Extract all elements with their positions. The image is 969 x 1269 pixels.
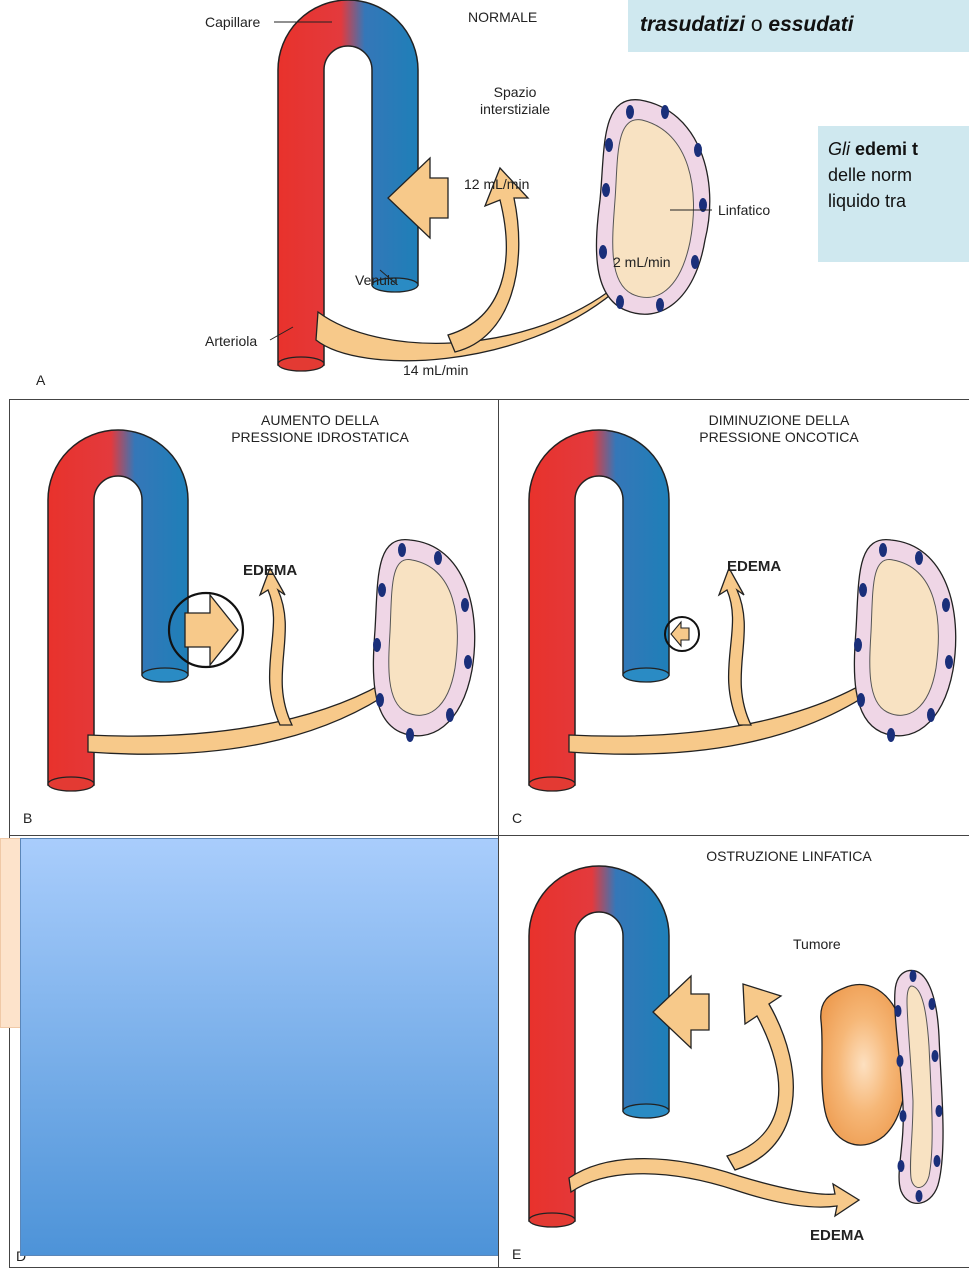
callout-side-line2: delle norm xyxy=(828,162,969,188)
panel-b-letter: B xyxy=(23,810,32,826)
panel-a-letter: A xyxy=(36,372,45,388)
panel-c-edema: EDEMA xyxy=(727,558,781,575)
panel-a-title: NORMALE xyxy=(468,9,537,25)
label-linfatico: Linfatico xyxy=(718,202,770,218)
callout-side-line3: liquido tra xyxy=(828,188,969,214)
panel-e-drawing xyxy=(499,836,969,1269)
panel-b-edema: EDEMA xyxy=(243,562,297,579)
panel-b: AUMENTO DELLA PRESSIONE IDROSTATICA EDEM… xyxy=(9,399,499,836)
label-flow-lymph: 2 mL/min xyxy=(613,254,671,270)
tumor xyxy=(821,985,907,1146)
panel-b-drawing xyxy=(10,400,500,837)
callout-top: trasudatizi o essudati xyxy=(628,0,969,52)
edema-outflow-e xyxy=(569,1159,859,1216)
label-capillare: Capillare xyxy=(205,14,260,30)
callout-side: Gli edemi t delle norm liquido tra xyxy=(818,126,969,262)
large-outflow-arrow xyxy=(185,595,238,665)
panel-e-title: OSTRUZIONE LINFATICA xyxy=(679,848,899,865)
callout-top-part2: o xyxy=(745,13,768,36)
panel-e-edema: EDEMA xyxy=(810,1227,864,1244)
edema-arrow-b xyxy=(260,568,292,725)
label-venula: Venula xyxy=(355,272,398,288)
interstitial-arrow-e xyxy=(727,984,793,1170)
panel-e-tumor-label: Tumore xyxy=(793,936,841,952)
panel-c-drawing xyxy=(499,400,969,837)
label-arteriola: Arteriola xyxy=(205,333,257,349)
panel-b-title: AUMENTO DELLA PRESSIONE IDROSTATICA xyxy=(210,412,430,446)
small-inflow-arrow xyxy=(671,622,689,646)
panel-c-letter: C xyxy=(512,810,522,826)
interstitial-arrow xyxy=(448,168,528,352)
capillary-loop xyxy=(278,0,418,365)
label-spazio-interstiziale: Spazio interstiziale xyxy=(480,84,550,118)
panel-c: DIMINUZIONE DELLA PRESSIONE ONCOTICA EDE… xyxy=(498,399,969,836)
label-flow-venule: 12 mL/min xyxy=(464,176,529,192)
callout-side-line1-italic: Gli xyxy=(828,139,850,159)
arteriole-opening xyxy=(278,357,324,371)
blue-overlay-shape xyxy=(20,838,500,1256)
callout-top-part3: essudati xyxy=(768,13,853,36)
callout-top-part1: trasudatizi xyxy=(640,13,745,36)
panel-c-title: DIMINUZIONE DELLA PRESSIONE ONCOTICA xyxy=(669,412,889,446)
callout-side-line1-bold: edemi t xyxy=(850,139,918,159)
panel-e-letter: E xyxy=(512,1246,521,1262)
panel-e: OSTRUZIONE LINFATICA Tumore EDEMA E xyxy=(498,835,969,1268)
label-flow-total: 14 mL/min xyxy=(403,362,468,378)
